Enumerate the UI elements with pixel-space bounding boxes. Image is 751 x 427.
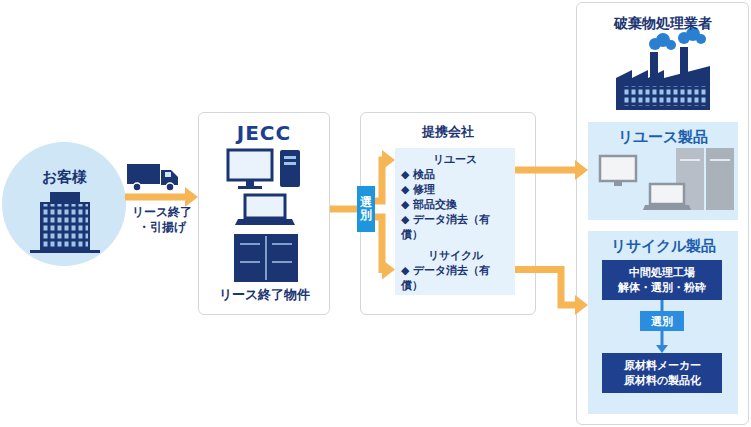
node-text: 原材料の製品化	[624, 373, 701, 388]
node-text: ◆ 部品交換	[401, 197, 457, 212]
recycle-box: リサイクル◆ データ消去（有償）	[395, 244, 515, 295]
edge-label: リース終了 ・引揚げ	[125, 205, 199, 235]
sort-tag: 選別	[357, 186, 375, 232]
arrow-head	[575, 160, 588, 180]
node-title: リユース製品	[618, 128, 708, 147]
arrow-line	[661, 300, 664, 311]
arrow-head	[575, 295, 588, 315]
arrow-line	[375, 217, 383, 270]
sort-tag: 選別	[640, 311, 684, 331]
recycle-product-box: リサイクル製品中間処理工場解体・選別・粉砕選別原材料メーカー原材料の製品化	[588, 231, 738, 414]
device-icons	[228, 150, 300, 282]
node-text: リース終了物件	[219, 286, 310, 304]
node-title: 破棄物処理業者	[614, 15, 712, 33]
building-icon	[30, 192, 100, 253]
flow-arrow	[125, 187, 198, 207]
disposal-box: 破棄物処理業者リユース製品リサイクル製品中間処理工場解体・選別・粉砕選別原材料メ…	[576, 2, 749, 425]
node-title: 選別	[360, 196, 372, 222]
node-title: 選別	[651, 314, 673, 329]
node-title: お客様	[42, 168, 87, 187]
process-box: 中間処理工場解体・選別・粉砕	[602, 260, 722, 300]
partner-box: 提携会社リユース◆ 検品◆ 修理◆ 部品交換◆ データ消去（有償）リサイクル◆ …	[360, 112, 536, 315]
process-box: 原材料メーカー原材料の製品化	[602, 353, 722, 393]
arrow-line	[515, 167, 576, 174]
node-text: ◆ データ消去（有償）	[401, 212, 509, 242]
truck-icon	[127, 164, 178, 191]
flow-arrow	[330, 209, 357, 210]
node-text: ◆ 検品	[401, 167, 435, 182]
flow-arrow	[515, 160, 588, 180]
jecc-box: JECC リース終了物件	[198, 112, 330, 315]
arrow-line	[375, 160, 383, 201]
reuse-product-box: リユース製品	[588, 122, 738, 220]
arrow-head	[382, 260, 395, 280]
flow-arrow	[375, 217, 395, 280]
node-text: 解体・選別・粉砕	[618, 280, 706, 295]
arrow-head	[656, 345, 668, 353]
flow-arrow	[515, 270, 588, 316]
node-title: リサイクル	[428, 248, 483, 263]
node-text: ◆ データ消去（有償）	[401, 263, 509, 293]
node-text: ◆ 修理	[401, 182, 435, 197]
node-title: リユース	[433, 152, 477, 167]
arrow-line	[515, 270, 576, 306]
node-title: 中間処理工場	[629, 265, 695, 280]
node-title: JECC	[237, 121, 291, 145]
arrow-line	[125, 194, 186, 201]
flow-arrow	[656, 331, 668, 353]
arrow-head	[185, 187, 198, 207]
node-title: リサイクル製品	[611, 237, 716, 256]
customer-circle: お客様	[2, 142, 126, 266]
node-title: 原材料メーカー	[624, 358, 701, 373]
flow-arrow	[662, 300, 663, 311]
reuse-product-icons	[600, 148, 734, 210]
arrow-line	[661, 331, 664, 346]
reuse-box: リユース◆ 検品◆ 修理◆ 部品交換◆ データ消去（有償）	[395, 148, 515, 244]
factory-icon	[616, 27, 710, 110]
arrow-line	[330, 206, 357, 213]
flow-arrow	[375, 150, 395, 201]
node-title: 提携会社	[422, 123, 474, 141]
arrow-head	[382, 150, 395, 170]
